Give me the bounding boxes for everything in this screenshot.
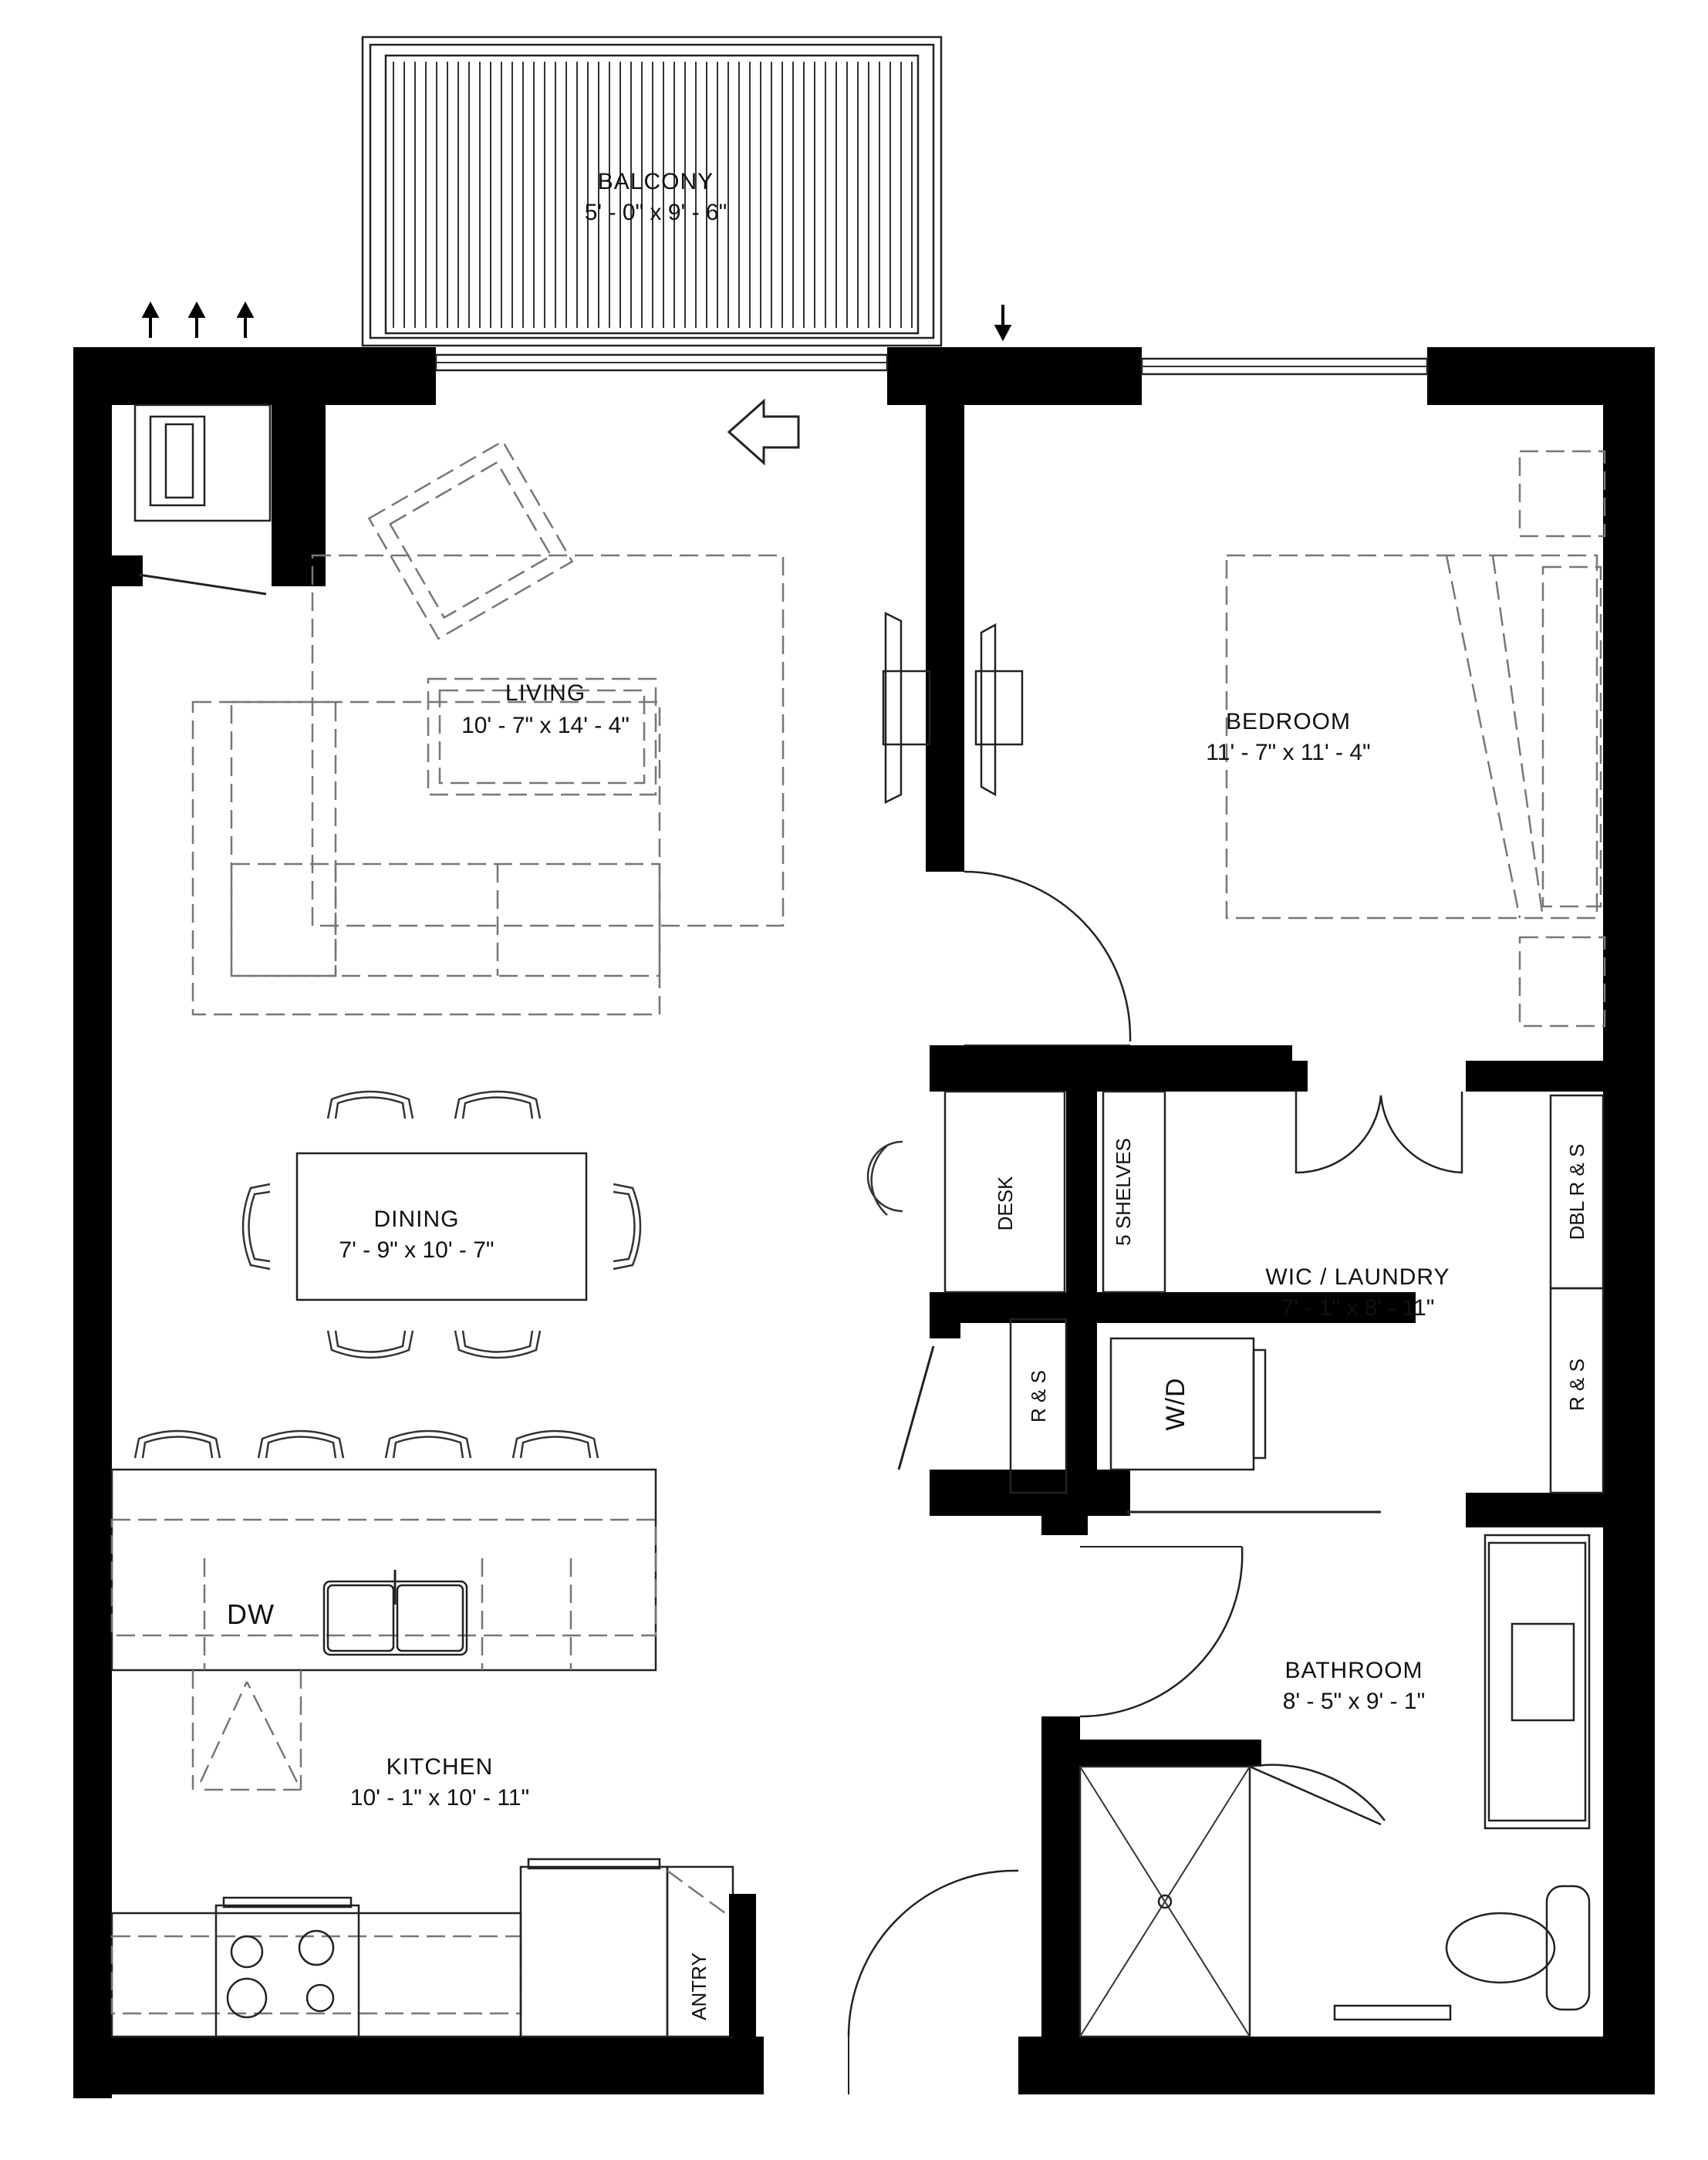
kitchen-name: KITCHEN (386, 1754, 494, 1780)
desk-label: DESK (994, 1176, 1017, 1230)
doors (847, 870, 1463, 2094)
living-furniture (191, 440, 1024, 1016)
chair (511, 1429, 599, 1459)
kitchen-island (110, 1429, 657, 1672)
washer-dryer-label: W/D (1161, 1377, 1190, 1430)
balcony-name: BALCONY (598, 169, 714, 194)
rs-right-label: R & S (1565, 1358, 1588, 1411)
bedroom-furniture (1225, 450, 1606, 1028)
chair (326, 1330, 414, 1359)
kitchen-dims: 10' - 1" x 10' - 11" (350, 1785, 529, 1811)
chair (241, 1183, 271, 1271)
bedroom-name: BEDROOM (1226, 709, 1351, 734)
chair (133, 1429, 221, 1459)
chair (384, 1429, 472, 1459)
rs-left-label: R & S (1027, 1370, 1050, 1423)
chair (613, 1183, 642, 1271)
living-name: LIVING (505, 680, 586, 706)
balcony (361, 35, 943, 347)
room-labels: BALCONY 5' - 0" x 9' - 6" LIVING 10' - 7… (227, 169, 1588, 2020)
dining-name: DINING (374, 1207, 460, 1232)
wic-name: WIC / LAUNDRY (1265, 1264, 1450, 1290)
bedroom-dims: 11' - 7" x 11' - 4" (1206, 740, 1370, 765)
pantry-label: ANTRY (687, 1952, 711, 2020)
dining-dims: 7' - 9" x 10' - 7" (339, 1237, 494, 1263)
chair (257, 1429, 345, 1459)
dishwasher-label: DW (227, 1598, 275, 1630)
dining-table (241, 1090, 642, 1359)
bathroom-name: BATHROOM (1284, 1658, 1423, 1683)
kitchen-counter (110, 1670, 756, 2038)
bathroom-dims: 8' - 5" x 9' - 1" (1283, 1689, 1425, 1714)
desk-chair (866, 1090, 1605, 1494)
chair (454, 1330, 542, 1359)
interior-walls (926, 347, 1605, 2094)
shelves-label: 5 SHELVES (1112, 1138, 1135, 1246)
balcony-decking (393, 62, 913, 328)
entry-arrow-icon (727, 398, 800, 466)
chair (454, 1090, 542, 1119)
bathroom-fixtures (1078, 1534, 1591, 2038)
washer-dryer (1109, 1337, 1267, 1471)
exterior-walls (73, 347, 1655, 2098)
wic-dims: 7' - 1" x 8' - 11" (1281, 1295, 1435, 1321)
balcony-dims: 5' - 0" x 9' - 6" (585, 200, 727, 225)
living-dims: 10' - 7" x 14' - 4" (461, 713, 630, 738)
window (434, 353, 1429, 376)
vent-arrows (141, 301, 1012, 342)
mechanical-closet (112, 347, 326, 596)
chair (326, 1090, 414, 1119)
dbl-rs-label: DBL R & S (1565, 1144, 1588, 1240)
